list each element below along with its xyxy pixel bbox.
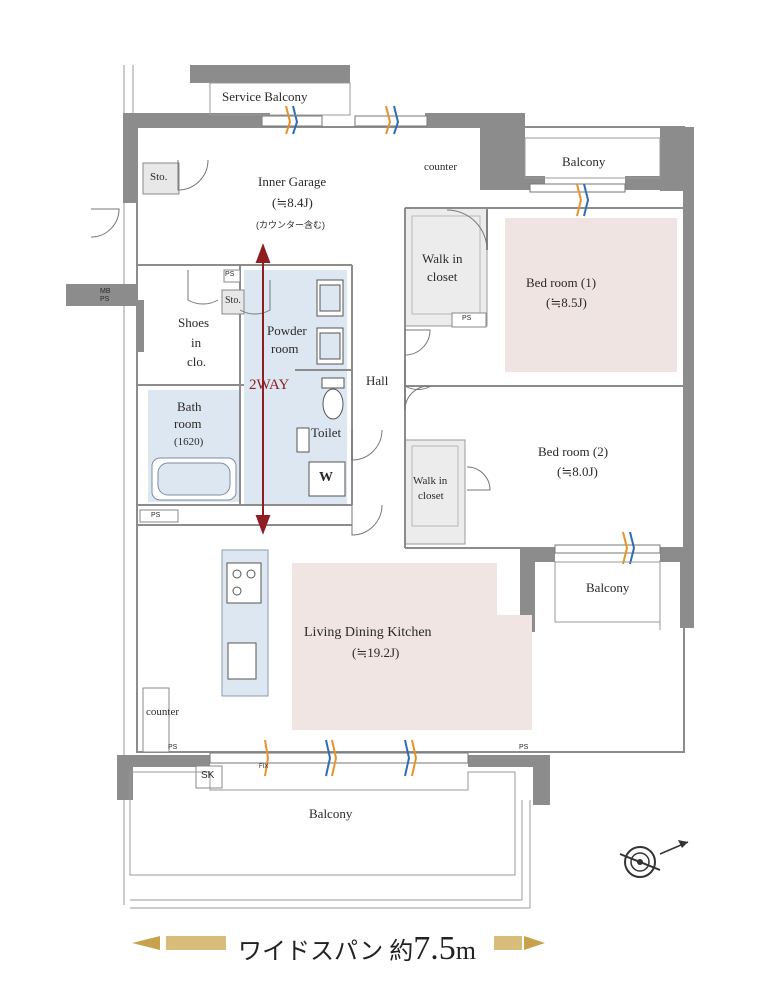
- vanity: [316, 279, 344, 365]
- inner-walls: [136, 126, 685, 753]
- sto-top-label: Sto.: [150, 171, 168, 183]
- toilet-fixture: [296, 377, 345, 453]
- toilet-label: Toilet: [311, 425, 342, 440]
- ps-bath-label: PS: [151, 512, 161, 519]
- balcony-top-right-label: Balcony: [562, 154, 606, 169]
- washer-box: [308, 461, 346, 497]
- counter-top-label: counter: [424, 161, 457, 173]
- door-swings: [90, 159, 491, 536]
- sk-label: SK: [201, 770, 215, 781]
- banner-unit: m: [455, 936, 476, 965]
- balcony-outlines: [129, 82, 661, 876]
- fix-label: FIX: [259, 764, 269, 770]
- balcony-bottom-label: Balcony: [309, 806, 353, 821]
- bedroom1-size: (≒8.5J): [546, 295, 587, 310]
- storage-boxes: [139, 162, 487, 789]
- banner-text: ワイドスパン 約: [238, 939, 414, 965]
- walk-in-closet-1-line2: closet: [427, 269, 458, 284]
- shoes-line1: Shoes: [178, 315, 210, 330]
- shoes-line3: clo.: [187, 354, 207, 369]
- bath-line1: Bath: [177, 399, 202, 414]
- walls: [66, 65, 694, 805]
- banner-number: 7.5: [413, 930, 456, 967]
- bedroom1-floor: [505, 218, 677, 372]
- two-way-arrow: [255, 243, 271, 535]
- bathtub: [151, 457, 237, 501]
- bedroom1-label: Bed room (1): [526, 275, 597, 290]
- ps-bottom-right-label: PS: [519, 744, 529, 751]
- stove: [226, 562, 262, 680]
- walk-in-closet-2-line2: closet: [418, 490, 444, 502]
- ldk-size: (≒19.2J): [352, 645, 400, 660]
- bath-line2: room: [174, 416, 202, 431]
- compass-icon: [619, 840, 689, 878]
- ps-closet-label: PS: [462, 315, 472, 322]
- windows: [209, 105, 661, 777]
- mb-label: MB: [100, 288, 111, 295]
- ldk-floor: [292, 563, 532, 730]
- ps-bottom-left-label: PS: [168, 744, 178, 751]
- inner-garage-size: (≒8.4J): [272, 195, 313, 210]
- service-balcony-label: Service Balcony: [222, 89, 308, 104]
- mb-ps-label: PS: [100, 296, 110, 303]
- closets: [404, 207, 488, 545]
- banner-graphic: [132, 936, 545, 950]
- two-way-label: 2WAY: [249, 377, 290, 393]
- inner-garage-label: Inner Garage: [258, 174, 327, 189]
- bedroom2-size: (≒8.0J): [557, 464, 598, 479]
- walk-in-closet-1-line1: Walk in: [422, 251, 463, 266]
- balcony-right-label: Balcony: [586, 580, 630, 595]
- bedroom2-label: Bed room (2): [538, 444, 609, 459]
- wide-span-banner: ワイドスパン 約7.5m: [238, 930, 476, 968]
- counter-bottom-label: counter: [146, 706, 179, 718]
- inner-garage-note: (カウンター含む): [256, 220, 325, 230]
- walk-in-closet-2-line1: Walk in: [413, 475, 448, 487]
- hall-label: Hall: [366, 373, 389, 388]
- shoes-line2: in: [191, 335, 202, 350]
- powder-line2: room: [271, 341, 299, 356]
- powder-line1: Powder: [267, 323, 307, 338]
- ldk-label: Living Dining Kitchen: [304, 625, 432, 640]
- bath-size: (1620): [174, 436, 204, 448]
- ps-upper-label: PS: [225, 271, 235, 278]
- washer-label: W: [319, 470, 333, 485]
- sto-mid-label: Sto.: [225, 295, 241, 306]
